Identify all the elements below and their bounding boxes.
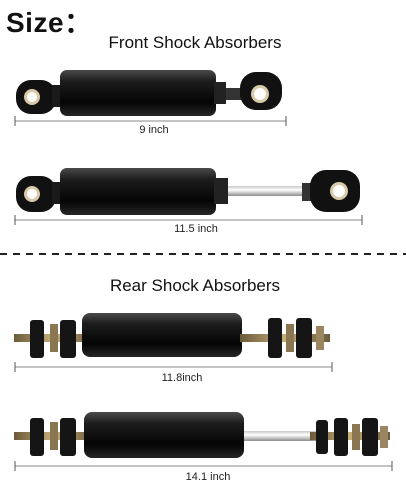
front-dim-line-1 <box>14 116 287 126</box>
rear-shock-14-1inch <box>14 412 390 458</box>
front-shock-9inch <box>16 70 282 116</box>
rear-shock-heading: Rear Shock Absorbers <box>109 276 281 295</box>
front-length-label-1: 9 inch <box>139 124 169 136</box>
rear-dim-line-2 <box>14 461 393 471</box>
rear-length-label-2: 14.1 inch <box>185 471 231 483</box>
front-shock-11-5inch <box>16 168 360 215</box>
rear-length-label-1: 11.8inch <box>161 372 203 384</box>
front-dim-line-2 <box>14 215 363 225</box>
front-length-label-2: 11.5 inch <box>174 223 218 235</box>
size-title: Size： <box>6 7 93 38</box>
rear-shock-11-8inch <box>14 313 330 358</box>
front-shock-heading: Front Shock Absorbers <box>108 33 282 52</box>
rear-dim-line-1 <box>14 362 333 372</box>
